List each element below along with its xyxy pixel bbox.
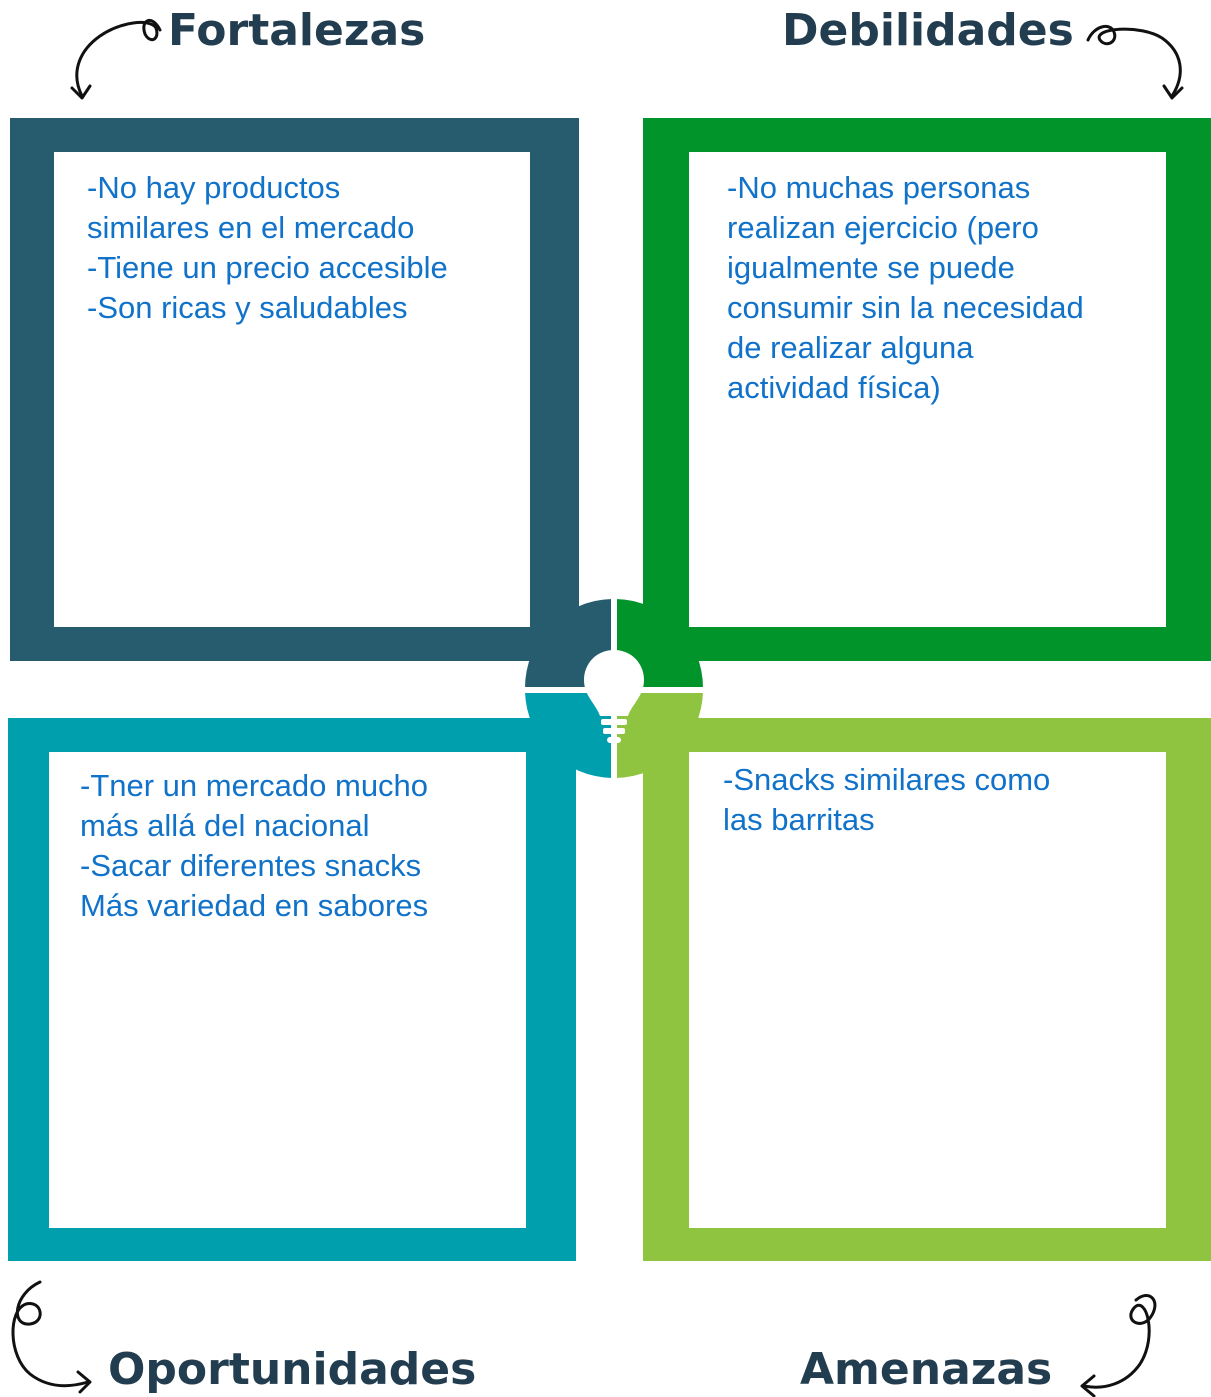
panel-debilidades <box>689 152 1166 627</box>
title-fortalezas: Fortalezas <box>168 5 426 56</box>
title-debilidades: Debilidades <box>782 5 1074 56</box>
panel-amenazas <box>689 752 1166 1228</box>
oportunidades-text: -Tner un mercado mucho más allá del naci… <box>80 768 429 923</box>
lightbulb-icon <box>584 650 644 743</box>
amenazas-text: -Snacks similares como las barritas <box>723 762 1051 837</box>
title-amenazas: Amenazas <box>800 1344 1053 1395</box>
panel-oportunidades <box>49 752 526 1228</box>
fortalezas-text: -No hay productos similares en el mercad… <box>87 170 448 325</box>
panel-fortalezas <box>54 152 530 627</box>
debilidades-text: -No muchas personas realizan ejercicio (… <box>727 170 1084 405</box>
title-oportunidades: Oportunidades <box>108 1344 477 1395</box>
